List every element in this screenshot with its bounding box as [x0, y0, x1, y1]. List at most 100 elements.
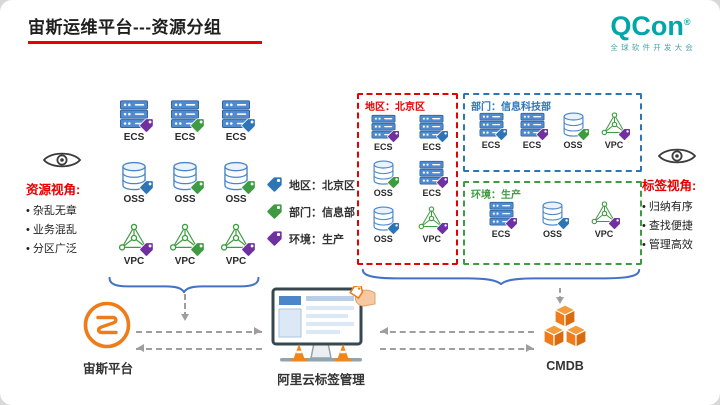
legend-label: 部门：信息部: [289, 206, 355, 219]
tag-icon: [387, 176, 400, 189]
group-env-title: 环境：生产: [471, 190, 521, 201]
resource-item: ECS: [471, 110, 511, 150]
tag-icon: [139, 242, 154, 257]
resource-view-bullets: 杂乱无章 业务混乱 分区广泛: [22, 202, 102, 259]
tag-icon: [190, 118, 205, 133]
resource-item: OSS: [164, 159, 206, 205]
group-region-title: 地区：北京区: [365, 102, 425, 113]
tag-icon: [241, 180, 256, 195]
resource-label: VPC: [594, 229, 614, 239]
tag-icon: [557, 217, 570, 230]
legend-item: 地区：北京区: [266, 176, 355, 193]
registered-mark: ®: [683, 17, 691, 27]
tag-icon: [536, 128, 549, 141]
resource-label: VPC: [422, 234, 441, 244]
cluster-row-oss: OSS OSS OSS: [113, 159, 257, 205]
group-dept-box: 部门：信息科技部 ECS ECS OSS VPC: [463, 93, 642, 172]
resource-item: ECS: [512, 110, 552, 150]
resource-item: VPC: [412, 204, 452, 244]
resource-item: OSS: [113, 159, 155, 205]
legend-label: 地区：北京区: [289, 179, 355, 192]
resource-item: OSS: [363, 158, 403, 198]
group-env-box: 环境：生产 ECS OSS VPC: [463, 181, 642, 265]
resource-item: OSS: [215, 159, 257, 205]
group-region-box: 地区：北京区 ECS ECS OSS ECS OSS: [357, 93, 458, 265]
dashed-arrow-tagmgmt-to-cmdb: [380, 344, 534, 352]
brand-name: QCon: [610, 11, 684, 41]
tag-icon: [618, 128, 631, 141]
resource-view-block: 资源视角: 杂乱无章 业务混乱 分区广泛: [22, 148, 102, 259]
resource-item: ECS: [164, 97, 206, 143]
title-underline: [28, 41, 262, 44]
bullet-item: 杂乱无章: [26, 202, 102, 221]
tag-icon: [436, 222, 449, 235]
resource-label: ECS: [422, 142, 441, 152]
resource-item: VPC: [594, 110, 634, 150]
tag-icon: [608, 217, 621, 230]
group-region-items: ECS ECS OSS ECS OSS VPC: [359, 95, 456, 244]
tag-view-block: 标签视角: 归纳有序 查找便捷 管理高效: [638, 144, 716, 255]
tag-icon: [241, 242, 256, 257]
resource-item: VPC: [215, 221, 257, 267]
dashed-connector-down-right: [556, 288, 564, 304]
legend-label: 环境：生产: [289, 233, 344, 246]
tag-icon: [495, 128, 508, 141]
resource-label: ECS: [491, 229, 511, 239]
resource-item: ECS: [412, 112, 452, 152]
dashed-connector-down-left: [181, 294, 189, 321]
curly-brace-right: [360, 269, 642, 285]
tag-management-label: 阿里云标签管理: [277, 373, 365, 387]
bullet-item: 分区广泛: [26, 240, 102, 259]
bullet-item: 管理高效: [642, 236, 716, 255]
resource-item: VPC: [113, 221, 155, 267]
resource-label: OSS: [542, 229, 562, 239]
tag-management-illustration: [271, 286, 376, 362]
resource-label: ECS: [522, 140, 542, 150]
resource-label: OSS: [373, 234, 393, 244]
resource-label: OSS: [563, 140, 583, 150]
cmdb-cubes-icon: [543, 304, 587, 348]
tag-icon: [266, 176, 283, 193]
dashed-arrow-cmdb-to-tagmgmt: [380, 327, 534, 335]
tag-icon: [436, 130, 449, 143]
tag-icon: [505, 217, 518, 230]
resource-view-title: 资源视角:: [26, 183, 81, 197]
resource-label: ECS: [373, 142, 393, 152]
resource-label: OSS: [373, 188, 393, 198]
tag-icon: [436, 176, 449, 189]
tag-icon: [266, 203, 283, 220]
tag-icon: [266, 230, 283, 247]
tag-view-title: 标签视角:: [642, 179, 697, 193]
qcon-logo: QCon® 全球软件开发大会: [610, 8, 696, 53]
legend-item: 环境：生产: [266, 230, 355, 247]
resource-label: VPC: [604, 140, 624, 150]
eye-icon: [42, 148, 82, 172]
dashed-arrow-tagmgmt-to-zeus: [136, 344, 262, 352]
resource-item: ECS: [481, 199, 521, 239]
resource-item: ECS: [363, 112, 403, 152]
legend-item: 部门：信息部: [266, 203, 355, 220]
resource-item: OSS: [363, 204, 403, 244]
group-dept-title: 部门：信息科技部: [471, 102, 551, 113]
resource-label: ECS: [481, 140, 501, 150]
tag-icon: [577, 128, 590, 141]
resource-item: ECS: [113, 97, 155, 143]
curly-brace-left: [108, 277, 260, 293]
tag-icon: [139, 180, 154, 195]
resource-label: OSS: [174, 194, 196, 205]
bullet-item: 业务混乱: [26, 221, 102, 240]
tag-view-bullets: 归纳有序 查找便捷 管理高效: [638, 198, 716, 255]
resource-label: OSS: [123, 194, 145, 205]
eye-icon: [657, 144, 697, 168]
cluster-row-ecs: ECS ECS ECS: [113, 97, 257, 143]
cmdb-label: CMDB: [546, 359, 584, 373]
brand-subtitle: 全球软件开发大会: [610, 43, 696, 52]
tag-legend: 地区：北京区 部门：信息部 环境：生产: [266, 176, 355, 247]
resource-label: ECS: [123, 132, 145, 143]
bullet-item: 归纳有序: [642, 198, 716, 217]
resource-label: ECS: [174, 132, 196, 143]
zeus-platform-logo: [83, 301, 131, 349]
tag-icon: [190, 180, 205, 195]
resource-item: OSS: [553, 110, 593, 150]
